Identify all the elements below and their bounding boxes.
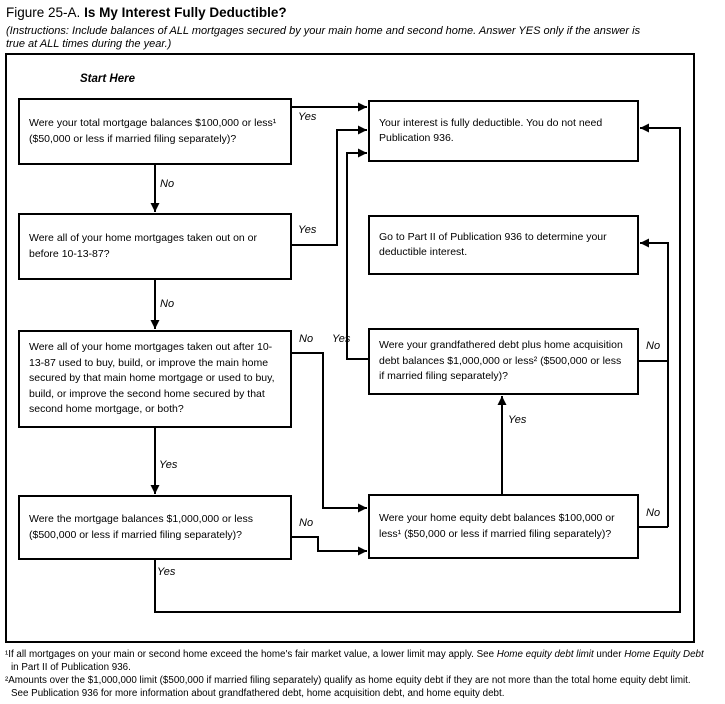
- node-result-fully-deductible: Your interest is fully deductible. You d…: [368, 100, 639, 162]
- start-here-label: Start Here: [80, 73, 135, 85]
- node-result-go-to-part2: Go to Part II of Publication 936 to dete…: [368, 215, 639, 275]
- edge-label-yes: Yes: [159, 459, 178, 471]
- footnotes: ¹If all mortgages on your main or second…: [5, 648, 709, 700]
- figure-title: Figure 25-A. Is My Interest Fully Deduct…: [6, 5, 287, 20]
- figure-instructions: (Instructions: Include balances of ALL m…: [6, 25, 641, 50]
- footnote-1-text: ¹If all mortgages on your main or second…: [5, 649, 497, 660]
- node-text: Your interest is fully deductible. You d…: [379, 116, 603, 145]
- node-question-after-10-13-87-use: Were all of your home mortgages taken ou…: [18, 330, 292, 428]
- edge-label-no: No: [646, 507, 661, 519]
- footnote-1-italic-ref: Home Equity Debt: [624, 649, 704, 660]
- node-text: Were your grandfathered debt plus home a…: [379, 339, 623, 383]
- node-text: Were your home equity debt balances $100…: [379, 512, 615, 540]
- edge-label-no: No: [160, 178, 175, 190]
- node-text: Were the mortgage balances $1,000,000 or…: [29, 513, 253, 541]
- node-question-before-10-13-87: Were all of your home mortgages taken ou…: [18, 213, 292, 280]
- edge-label-yes: Yes: [157, 566, 176, 578]
- node-question-grandfathered-acquisition: Were your grandfathered debt plus home a…: [368, 328, 639, 395]
- node-text: Go to Part II of Publication 936 to dete…: [379, 230, 607, 259]
- node-question-total-balance: Were your total mortgage balances $100,0…: [18, 98, 292, 165]
- footnote-2: ²Amounts over the $1,000,000 limit ($500…: [5, 675, 691, 699]
- node-text: Were all of your home mortgages taken ou…: [29, 232, 258, 260]
- node-text: Were your total mortgage balances $100,0…: [29, 117, 277, 145]
- node-text: Were all of your home mortgages taken ou…: [29, 341, 275, 416]
- edge-label-no: No: [299, 517, 314, 529]
- flowchart-frame: [5, 53, 695, 643]
- edge-label-no: No: [160, 298, 175, 310]
- edge-label-yes: Yes: [508, 414, 527, 426]
- footnote-1-italic-ref: Home equity debt limit: [496, 649, 594, 660]
- node-question-home-equity: Were your home equity debt balances $100…: [368, 494, 639, 559]
- footnote-1-text: under: [593, 649, 625, 660]
- figure-number: Figure 25-A.: [6, 5, 81, 20]
- node-question-mortgage-1m: Were the mortgage balances $1,000,000 or…: [18, 495, 292, 560]
- figure-title-text: Is My Interest Fully Deductible?: [84, 5, 287, 20]
- edge-label-yes: Yes: [332, 333, 351, 345]
- edge-label-no: No: [299, 333, 314, 345]
- edge-label-yes: Yes: [298, 111, 317, 123]
- edge-label-yes: Yes: [298, 224, 317, 236]
- edge-label-no: No: [646, 340, 661, 352]
- footnote-1: ¹If all mortgages on your main or second…: [5, 648, 709, 674]
- footnote-1-text: in Part II of Publication 936.: [11, 662, 131, 673]
